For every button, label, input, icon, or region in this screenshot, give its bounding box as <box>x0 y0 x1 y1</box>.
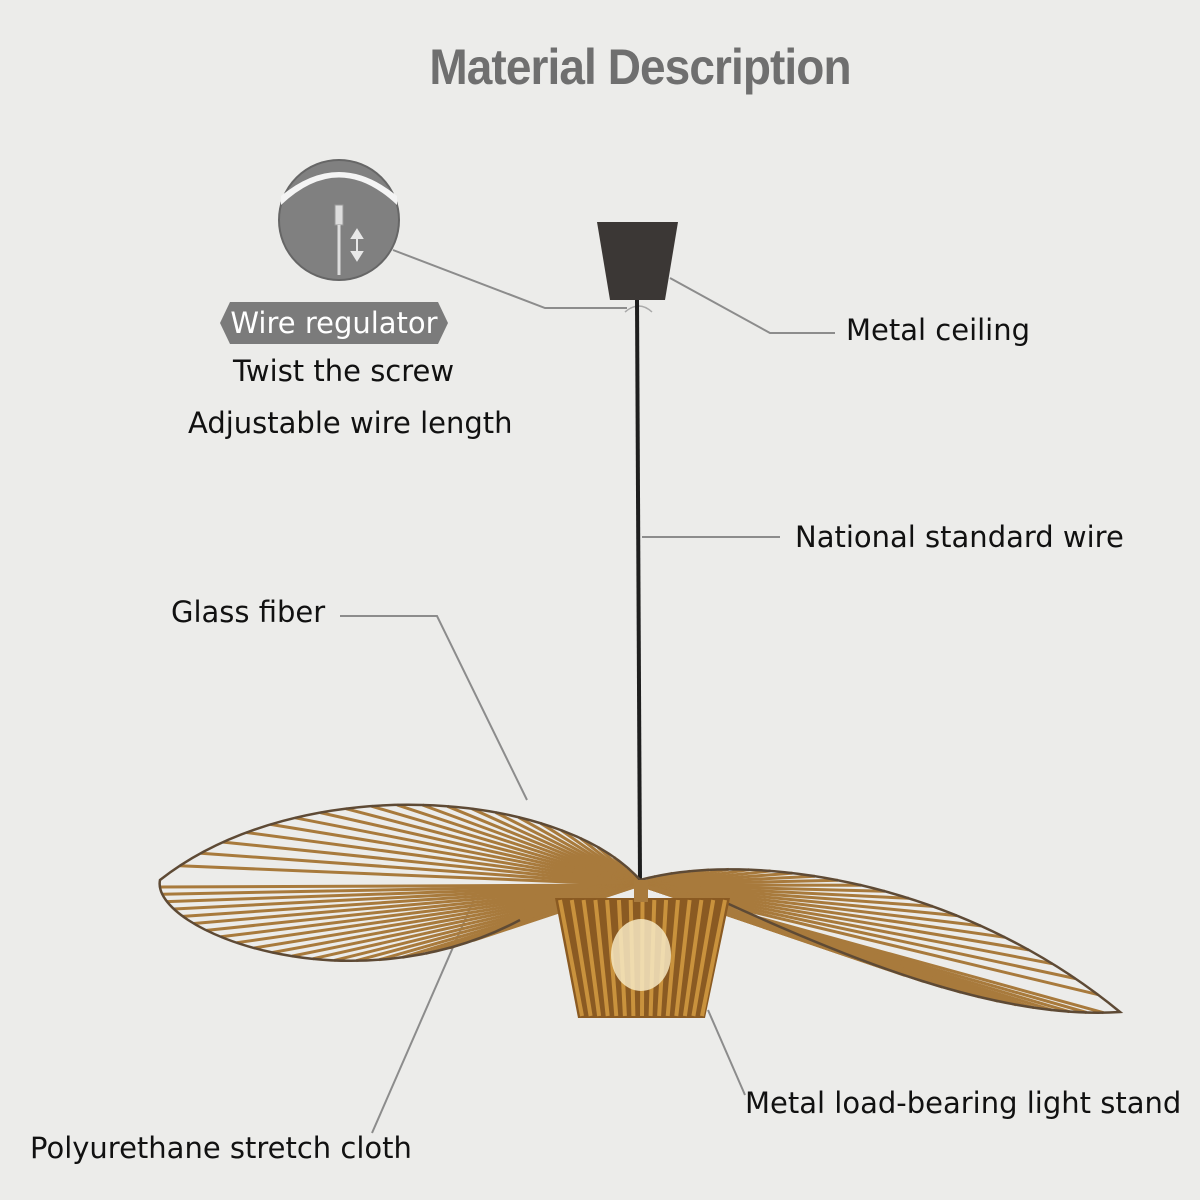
hat-rim-left <box>158 803 641 962</box>
hat-rib <box>345 807 641 887</box>
hat-rib <box>320 811 641 887</box>
light-stand-label: Metal load-bearing light stand <box>745 1086 1182 1120</box>
shade-stripe <box>700 899 727 1017</box>
leader-light-stand <box>707 1009 746 1096</box>
hat-rib <box>639 883 1029 952</box>
hat-rib <box>179 864 641 887</box>
shade-stripe <box>558 899 584 1017</box>
leader-metal-ceiling <box>669 277 835 334</box>
power-cord <box>635 299 642 881</box>
twist-label: Twist the screw <box>233 354 455 388</box>
shade-stripe <box>581 899 602 1017</box>
shade-stripe <box>569 899 593 1017</box>
ceiling-canopy <box>597 222 678 300</box>
bulb <box>611 919 671 991</box>
shade-stripe <box>691 899 716 1017</box>
hat-rib <box>246 831 641 887</box>
leader-wire-regulator <box>392 249 627 309</box>
up-down-arrow-icon <box>350 228 364 262</box>
hat-rib <box>223 840 641 887</box>
hat-rib <box>294 816 641 887</box>
hat-rim-right <box>639 868 1124 1014</box>
page-title: Material Description <box>429 39 851 95</box>
wire-regulator-detail <box>278 159 400 281</box>
shade-stripe <box>665 899 680 1017</box>
shade-stripe <box>593 899 610 1017</box>
shade-stripes <box>558 899 727 1017</box>
leader-glass-fiber <box>340 615 528 801</box>
wire-label: National standard wire <box>795 520 1124 554</box>
shade-stripe <box>674 899 692 1017</box>
hat-rib <box>200 851 641 887</box>
adjustable-label: Adjustable wire length <box>188 406 513 440</box>
cloth-label: Polyurethane stretch cloth <box>30 1131 412 1165</box>
glass-fiber-label: Glass fiber <box>171 595 326 629</box>
shade-stripe <box>682 899 704 1017</box>
metal-ceiling-label: Metal ceiling <box>846 313 1031 347</box>
hat-rib <box>270 822 641 887</box>
wire-regulator-badge: Wire regulator <box>220 302 448 344</box>
lamp-shade <box>555 880 730 1018</box>
